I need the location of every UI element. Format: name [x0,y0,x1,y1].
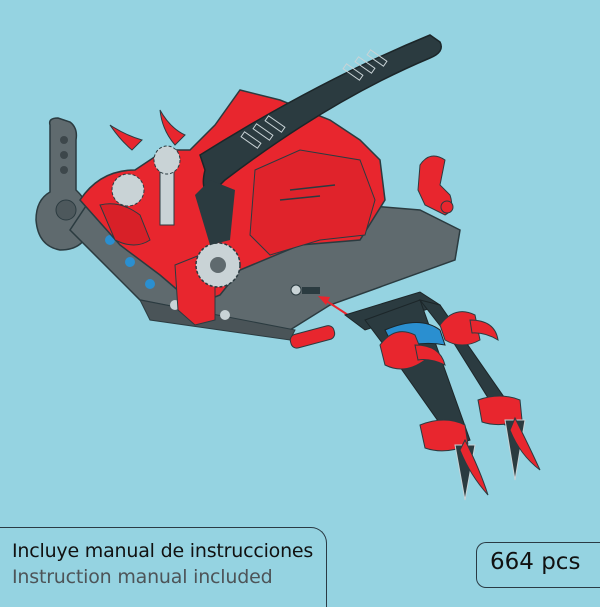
piece-count: 664 pcs [490,549,581,575]
model-illustration [35,34,541,501]
piece-count-box [476,542,600,588]
manual-included-spanish: Incluye manual de instrucciones [12,540,314,562]
claw-attachment [289,291,541,501]
manual-included-english: Instruction manual included [12,566,273,588]
dark-panel [195,34,442,245]
gears [111,145,241,288]
left-frame [35,117,91,251]
manual-label-box [0,527,327,607]
assembly-arrow [290,284,349,316]
